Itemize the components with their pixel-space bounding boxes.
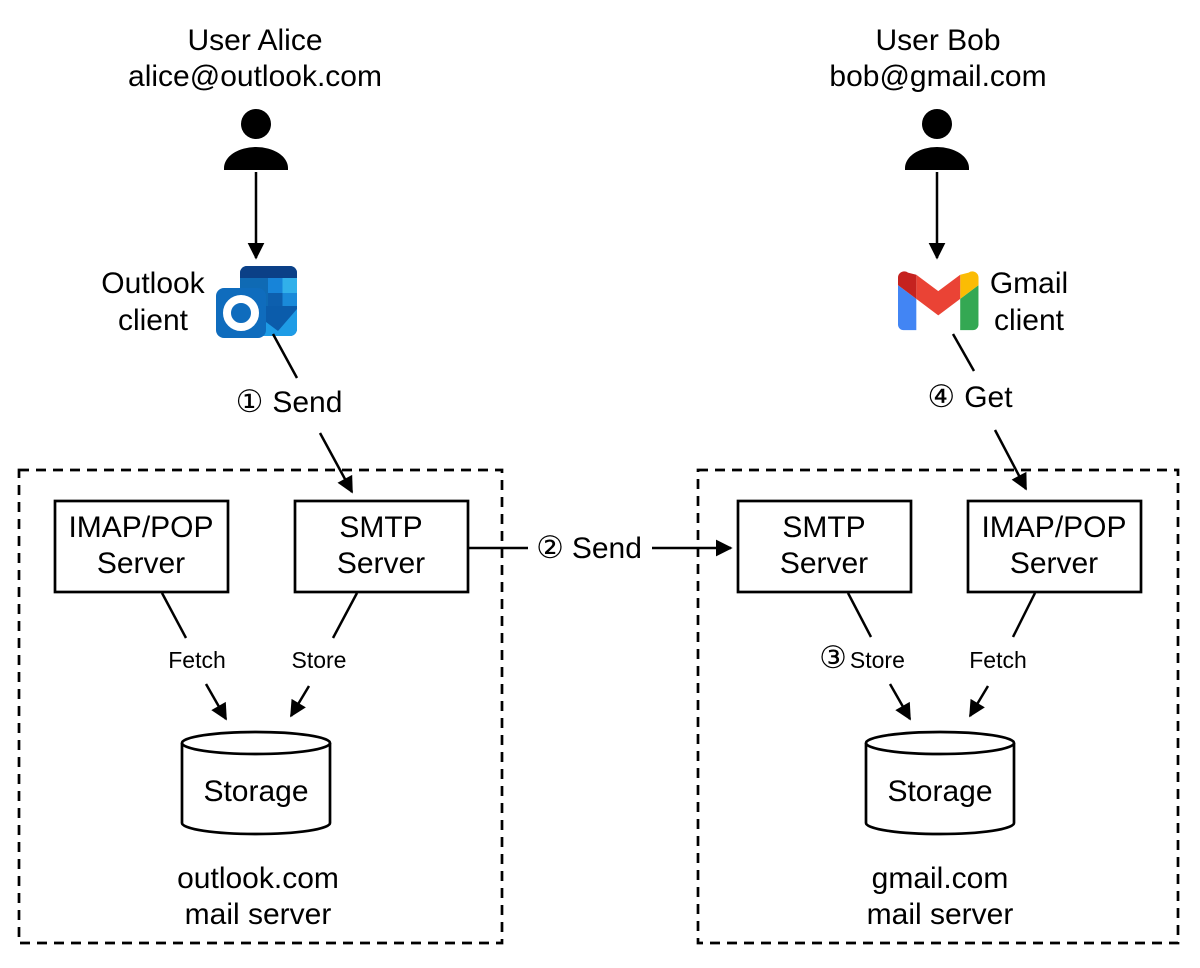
gmail-client-label-line2: client: [994, 304, 1065, 337]
line-smtp-to-store-right: [846, 592, 873, 638]
smtp-left-line2: Server: [337, 547, 425, 580]
gmail-server-caption-line2: mail server: [867, 898, 1014, 931]
smtp-right-line2: Server: [780, 547, 868, 580]
imap-pop-left-line2: Server: [97, 547, 185, 580]
step1-text: Send: [272, 386, 342, 419]
outlook-mail-server-group: IMAP/POP Server SMTP Server Fetch Store …: [17, 468, 504, 945]
outlook-top-band: [240, 266, 297, 278]
smtp-server-box-left: [293, 499, 470, 594]
smtp-server-box-right: [736, 499, 913, 594]
person-icon-alice: [224, 109, 288, 170]
user-bob-email: bob@gmail.com: [829, 60, 1046, 93]
outlook-client-group: Outlook client: [101, 266, 297, 338]
outlook-mail-server-boundary: [17, 468, 504, 945]
outlook-square-bl: [268, 293, 283, 308]
line-smtp-to-store-left: [331, 592, 359, 639]
step4-number: ④: [927, 379, 955, 414]
smtp-right-line1: SMTP: [782, 511, 865, 544]
arrow-store-to-storage-left: [289, 685, 311, 718]
gmail-server-caption-line1: gmail.com: [872, 862, 1009, 895]
person-head: [922, 109, 952, 139]
gmail-client-label-line1: Gmail: [990, 267, 1068, 300]
imap-pop-right-line2: Server: [1010, 547, 1098, 580]
gmail-dark-red-flap: [898, 271, 917, 299]
user-bob-name: User Bob: [875, 24, 1000, 57]
line-outlook-to-step1: [271, 333, 299, 379]
step3-text: Store: [850, 647, 905, 673]
step4-text: Get: [964, 381, 1013, 414]
user-bob-group: User Bob bob@gmail.com: [829, 24, 1047, 260]
arrow-fetch-to-storage-right: [968, 685, 990, 718]
imap-pop-server-box-right: [966, 499, 1143, 594]
gmail-mail-server-boundary: [696, 468, 1180, 945]
step2-number: ②: [536, 530, 564, 565]
gmail-red-chevron: [916, 274, 961, 316]
store-label-left: Store: [292, 647, 347, 673]
outlook-square-tr: [282, 278, 297, 293]
outlook-icon: [216, 266, 297, 338]
storage-label-left: Storage: [203, 775, 308, 808]
imap-pop-right-line1: IMAP/POP: [981, 511, 1126, 544]
user-alice-email: alice@outlook.com: [128, 60, 382, 93]
user-alice-name: User Alice: [187, 24, 322, 57]
person-icon-bob: [905, 109, 969, 170]
fetch-label-right: Fetch: [969, 647, 1027, 673]
gmail-blue-bar: [898, 285, 917, 331]
storage-cylinder-right: Storage: [864, 730, 1016, 836]
outlook-server-caption-line1: outlook.com: [177, 862, 339, 895]
step1-number: ①: [236, 384, 264, 419]
step4-label: ④ Get: [927, 379, 1013, 414]
outlook-server-caption-line2: mail server: [185, 898, 332, 931]
line-gmail-to-step4: [951, 333, 976, 372]
person-body: [224, 147, 288, 170]
outlook-client-label-line1: Outlook: [101, 267, 205, 300]
line-imap-to-fetch-left: [160, 592, 188, 639]
outlook-client-label-line2: client: [118, 304, 189, 337]
step3-number: ③: [819, 640, 847, 675]
step4-get-group: ④ Get: [927, 333, 1028, 491]
user-alice-group: User Alice alice@outlook.com: [128, 24, 382, 260]
outlook-square-tl: [268, 278, 283, 293]
step2-text: Send: [572, 532, 642, 565]
storage-cylinder-left: Storage: [180, 730, 332, 836]
imap-pop-left-line1: IMAP/POP: [68, 511, 213, 544]
smtp-left-line1: SMTP: [339, 511, 422, 544]
gmail-green-bar: [960, 285, 979, 331]
arrow-fetch-to-storage-left: [204, 683, 228, 721]
arrow-step4-to-imap-right: [993, 429, 1028, 491]
outlook-square-br: [282, 293, 297, 308]
gmail-client-group: Gmail client: [898, 267, 1068, 337]
outlook-o-ring: [223, 295, 259, 331]
imap-pop-server-box-left: [53, 499, 230, 594]
gmail-yellow-flap: [960, 271, 979, 299]
person-body: [905, 147, 969, 170]
arrow-store-to-storage-right: [888, 683, 912, 721]
gmail-icon: [898, 271, 979, 331]
arrow-step1-to-smtp: [318, 432, 354, 494]
fetch-label-left: Fetch: [168, 647, 226, 673]
storage-label-right: Storage: [887, 775, 992, 808]
person-head: [241, 109, 271, 139]
line-imap-to-fetch-right: [1011, 592, 1037, 638]
